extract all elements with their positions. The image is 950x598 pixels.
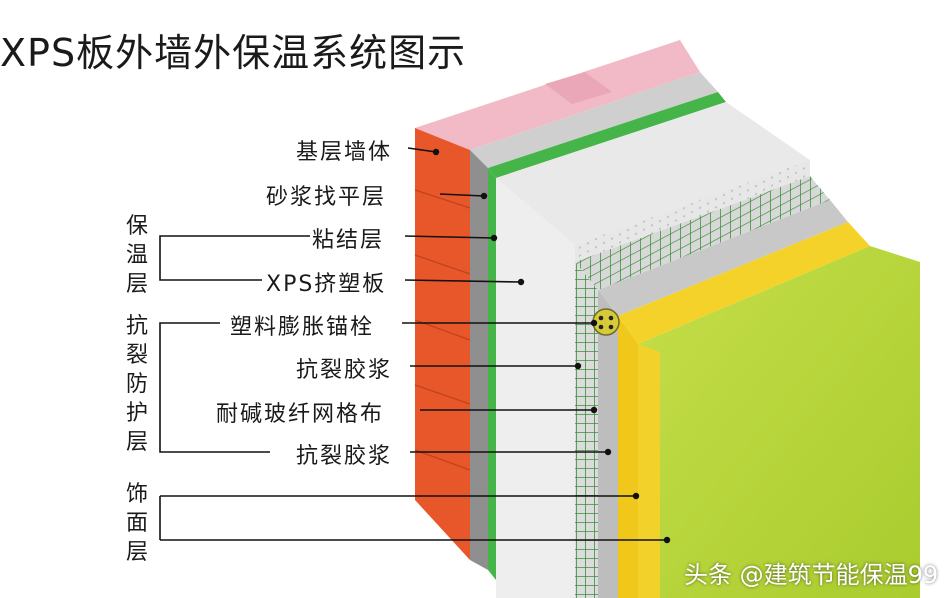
yellow-layer-top <box>618 222 870 344</box>
wall-top-face <box>415 40 700 150</box>
finish-layer-edge <box>638 344 660 598</box>
group-label-finish: 饰面层 <box>125 482 148 565</box>
xps-front-face <box>496 178 575 598</box>
leader-lines <box>159 147 667 541</box>
adhesive-front-face <box>488 168 496 580</box>
xps-top-face <box>496 102 810 245</box>
finish-layer-face <box>638 246 920 598</box>
mortar-front-face <box>470 150 488 570</box>
adhesive-top-face <box>488 92 726 178</box>
anchor-bolt <box>592 308 620 336</box>
mesh-front-face <box>575 262 598 598</box>
wall-top-seam <box>545 72 612 104</box>
label-xps-board: XPS挤塑板 <box>266 272 387 297</box>
label-fiberglass-mesh: 耐碱玻纤网格布 <box>216 402 385 427</box>
label-crack-mortar-2: 抗裂胶浆 <box>296 444 393 469</box>
mortar-top-face <box>470 72 718 168</box>
label-mortar-leveling: 砂浆找平层 <box>266 185 387 210</box>
label-crack-mortar-1: 抗裂胶浆 <box>296 358 393 383</box>
diagram-title: XPS板外墙外保温系统图示 <box>0 31 467 75</box>
watermark: 头条 @建筑节能保温99 <box>684 561 939 589</box>
yellow-layer-front <box>618 316 638 598</box>
xps-top-dots <box>575 160 810 262</box>
crack-mortar-front <box>598 290 618 598</box>
label-base-wall: 基层墙体 <box>296 140 393 165</box>
group-label-insulation: 保温层 <box>125 214 148 297</box>
label-anchor: 塑料膨胀锚栓 <box>230 315 375 340</box>
leader-dots <box>432 148 671 544</box>
crack-mortar-top <box>598 200 848 316</box>
label-adhesive-layer: 粘结层 <box>312 228 385 253</box>
group-label-crack-protection: 抗裂防护层 <box>125 314 148 455</box>
mesh-top-face <box>575 176 830 290</box>
